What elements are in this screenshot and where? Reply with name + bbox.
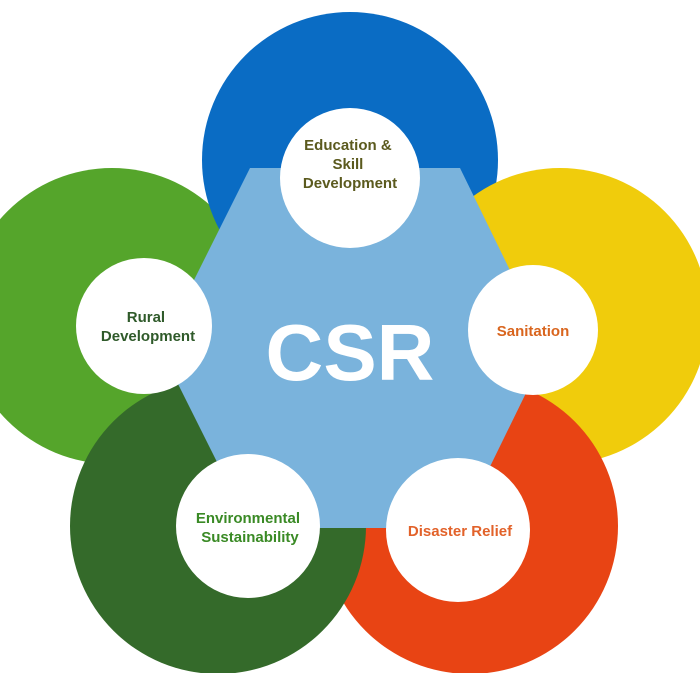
rural-label-line-2: Development bbox=[101, 328, 195, 345]
education-label-line-1: Education & bbox=[304, 137, 392, 154]
environmental-inner-circle bbox=[176, 454, 320, 598]
inner-circles-group bbox=[76, 108, 598, 602]
csr-center-label: CSR bbox=[266, 308, 435, 397]
sanitation-inner-circle bbox=[468, 265, 598, 395]
rural-label-line-1: Rural bbox=[127, 309, 165, 326]
csr-hexagon bbox=[160, 168, 548, 528]
education-inner-circle bbox=[280, 108, 420, 248]
disaster-relief-inner-circle bbox=[386, 458, 530, 602]
disaster-relief-label-line-1: Disaster Relief bbox=[408, 523, 513, 540]
sanitation-label-line-1: Sanitation bbox=[497, 323, 570, 340]
disaster-relief-label: Disaster Relief bbox=[408, 523, 513, 540]
education-label-line-2: Skill bbox=[332, 156, 363, 173]
rural-inner-circle bbox=[76, 258, 212, 394]
rural-development-label: Rural Development bbox=[101, 309, 195, 345]
environmental-label-line-2: Sustainability bbox=[201, 529, 299, 546]
environmental-label-line-1: Environmental bbox=[196, 510, 300, 527]
sanitation-label: Sanitation bbox=[497, 323, 570, 340]
environmental-label: Environmental Sustainability bbox=[196, 510, 304, 546]
education-label-line-3: Development bbox=[303, 175, 397, 192]
education-label: Education & Skill Development bbox=[303, 137, 397, 192]
